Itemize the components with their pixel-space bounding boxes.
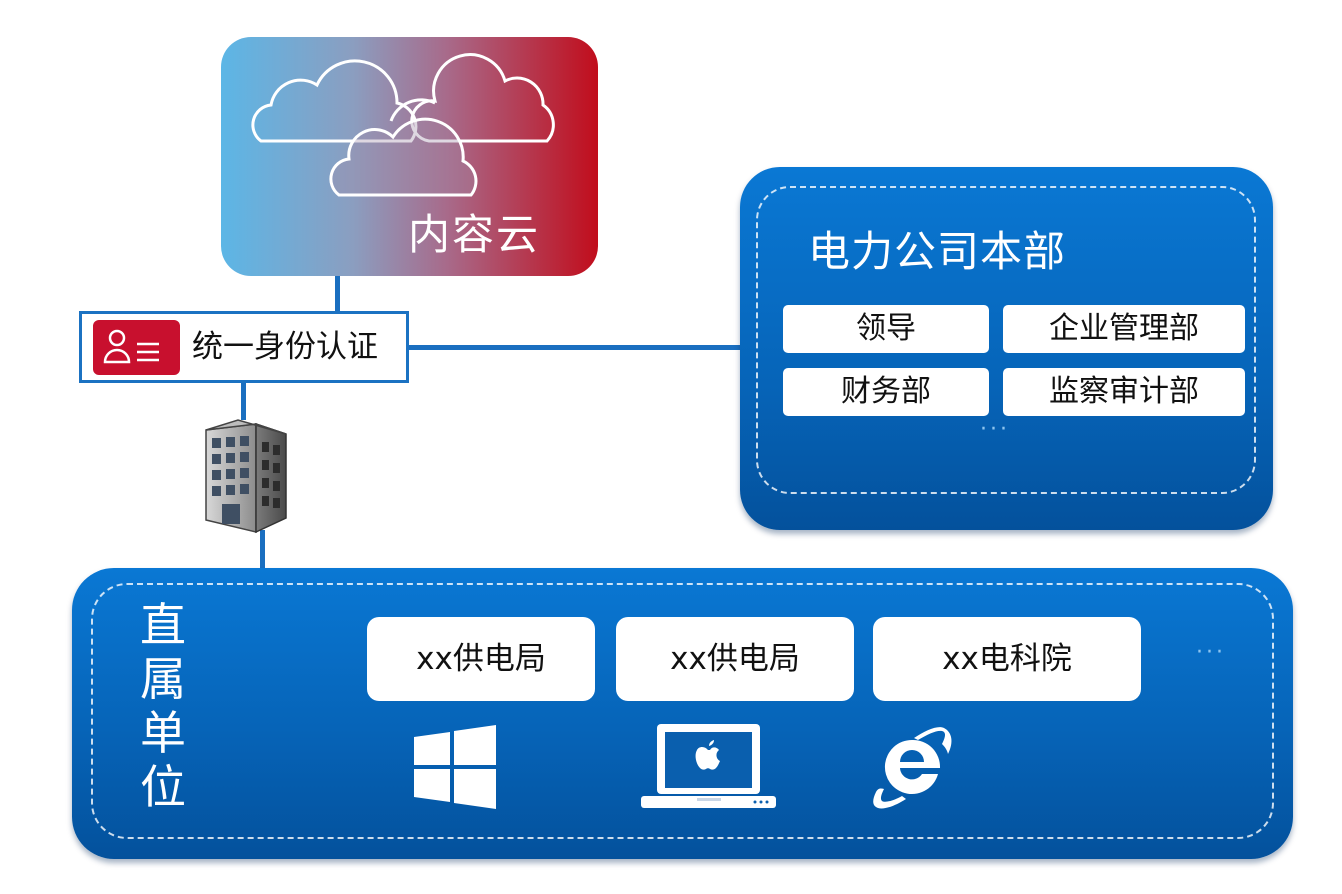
cloud-auth-connector [335,274,340,313]
cloud-icon [251,53,555,197]
auth-building-connector [241,382,246,420]
dept-leadership[interactable]: 领导 [783,305,989,353]
unit-power-supply-bureau-2[interactable]: xx供电局 [616,617,854,701]
hq-dashed-border [756,186,1256,494]
dept-enterprise-management[interactable]: 企业管理部 [1003,305,1245,353]
dept-audit[interactable]: 监察审计部 [1003,368,1245,416]
direct-units-title-char: 属 [140,652,186,706]
direct-units-title-char: 直 [140,598,186,652]
units-more-ellipsis: ··· [1196,640,1226,665]
direct-units-panel [72,568,1293,859]
unit-power-supply-bureau-1[interactable]: xx供电局 [367,617,595,701]
hq-more-ellipsis: ··· [980,417,1010,442]
unified-auth-label: 统一身份认证 [192,329,378,365]
direct-units-title-char: 单 [140,706,186,760]
dept-finance[interactable]: 财务部 [783,368,989,416]
auth-hq-connector [408,345,742,350]
building-icon [198,418,292,536]
id-card-icon [93,320,180,375]
windows-icon [412,725,498,809]
hq-title: 电力公司本部 [808,227,1067,276]
direct-units-title-char: 位 [140,760,186,814]
mac-laptop-icon [641,722,776,810]
ie-browser-icon [866,722,958,814]
content-cloud-title: 内容云 [408,210,541,259]
direct-units-dashed-border [91,583,1274,839]
building-units-connector [260,530,265,570]
content-cloud-box [221,37,598,276]
unit-electric-research-institute[interactable]: xx电科院 [873,617,1141,701]
